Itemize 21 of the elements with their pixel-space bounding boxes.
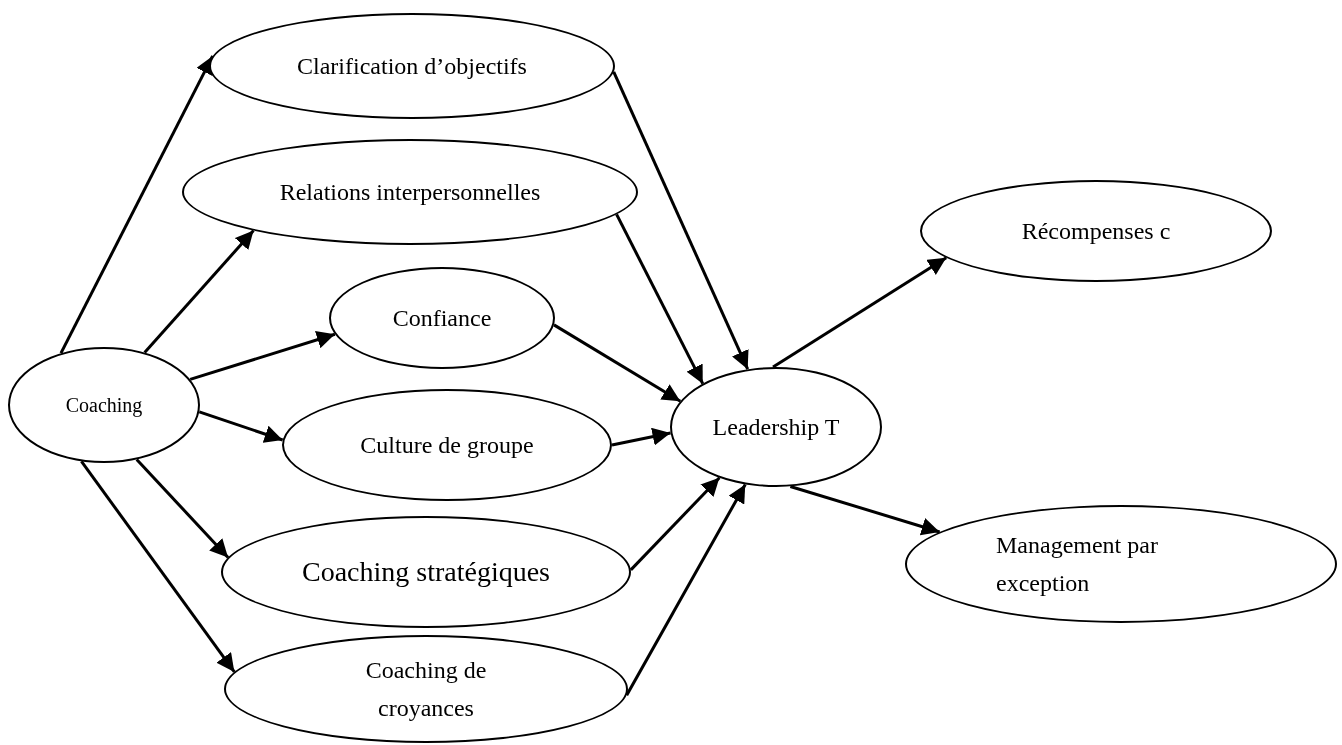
node-label: Culture de groupe <box>360 430 534 460</box>
arrow <box>143 229 255 354</box>
node-label: Coaching stratégiques <box>301 554 551 589</box>
arrow <box>615 213 705 385</box>
node-label: Leadership T <box>712 412 840 442</box>
arrow <box>789 485 941 536</box>
node-label: Coaching <box>65 393 143 419</box>
arrow <box>553 323 682 403</box>
arrow <box>611 427 671 447</box>
node-label: Relations interpersonnelles <box>279 177 541 207</box>
node-label: Confiance <box>392 303 492 333</box>
node-label: Clarification d’objectifs <box>297 51 527 81</box>
arrow <box>189 331 336 381</box>
arrow <box>198 410 284 443</box>
arrow <box>80 460 236 673</box>
arrow <box>772 256 948 369</box>
node-label: Coaching de croyances <box>364 655 488 723</box>
node-label: Management par exception <box>996 530 1159 598</box>
node-label: Récompenses c <box>1021 216 1171 246</box>
arrow <box>612 71 750 370</box>
arrow <box>629 476 721 571</box>
